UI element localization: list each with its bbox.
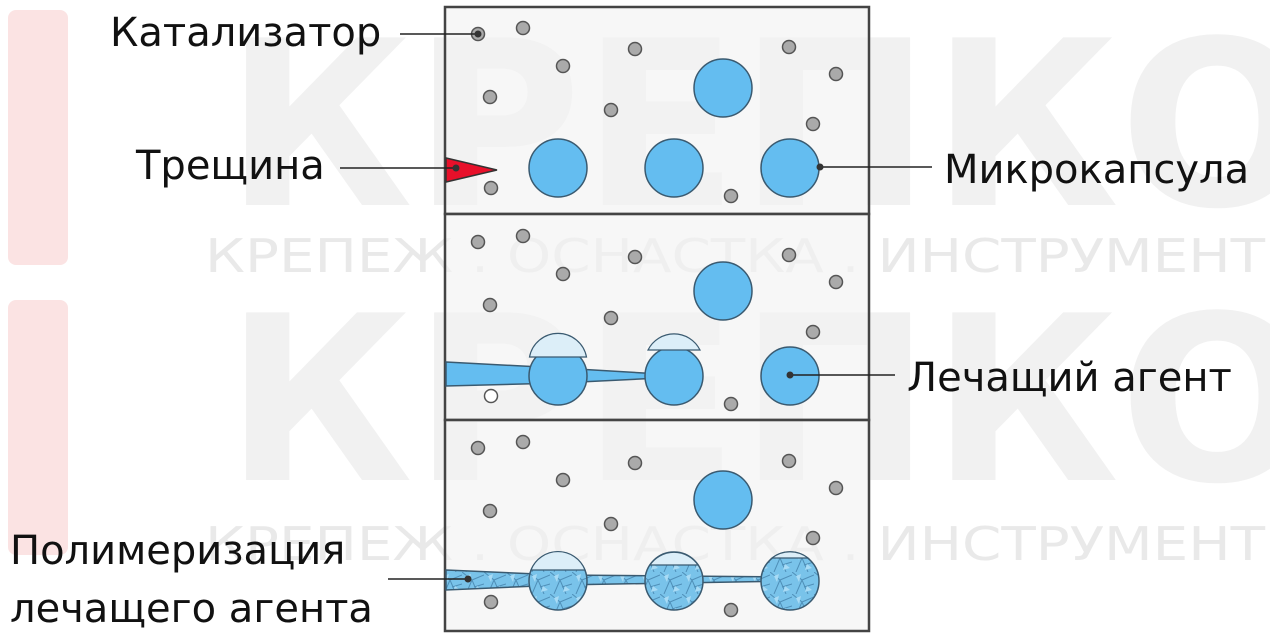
healing-agent-label: Лечащий агент [907, 355, 1232, 401]
catalyst-particle [555, 266, 571, 282]
catalyst-particle [555, 472, 571, 488]
microcapsule [760, 138, 820, 198]
crack [445, 157, 498, 183]
polymerization-label-line1: Полимеризация [10, 528, 346, 574]
catalyst-particle [482, 503, 498, 519]
microcapsule [693, 261, 753, 321]
empty-capsule-space [530, 550, 586, 571]
catalyst-particle [627, 455, 643, 471]
watermark-logo-icon [8, 10, 68, 265]
catalyst-particle [470, 234, 486, 250]
crack-label: Трещина [136, 143, 325, 189]
catalyst-particle [805, 324, 821, 340]
catalyst-particle [482, 89, 498, 105]
catalyst-particle [483, 388, 499, 404]
catalyst-particle [828, 480, 844, 496]
microcapsule [693, 58, 753, 118]
catalyst-particle [603, 310, 619, 326]
catalyst-particle [482, 297, 498, 313]
catalyst-particle [627, 41, 643, 57]
empty-capsule-space [528, 332, 588, 358]
catalyst-particle [828, 66, 844, 82]
catalyst-particle [483, 594, 499, 610]
microcapsule-label: Микрокапсула [944, 147, 1250, 193]
polymerized-capsule [760, 551, 820, 611]
ruptured-microcapsule [644, 346, 704, 406]
catalyst-particle [603, 102, 619, 118]
microcapsule [693, 470, 753, 530]
catalyst-particle [805, 116, 821, 132]
callout-leaders [340, 30, 932, 583]
catalyst-particle [515, 228, 531, 244]
catalyst-particle [515, 434, 531, 450]
empty-capsule-space [647, 333, 701, 351]
catalyst-particle [470, 440, 486, 456]
catalyst-particles [470, 20, 844, 618]
catalyst-particle [603, 516, 619, 532]
catalyst-particle [515, 20, 531, 36]
catalyst-particle [723, 396, 739, 412]
catalyst-particle [781, 247, 797, 263]
watermark-logo-icon [8, 300, 68, 555]
catalyst-particle [781, 453, 797, 469]
microcapsule [528, 138, 588, 198]
catalyst-particle [555, 58, 571, 74]
catalyst-particle [805, 530, 821, 546]
polymerization-label-line2: лечащего агента [10, 586, 373, 632]
empty-capsule-space [648, 551, 700, 566]
empty-capsule-space [770, 551, 810, 559]
catalyst-particle [627, 249, 643, 265]
catalyst-particle [828, 274, 844, 290]
catalyst-label: Катализатор [110, 10, 382, 56]
catalyst-particle [723, 602, 739, 618]
catalyst-particle [483, 180, 499, 196]
catalyst-particle [723, 188, 739, 204]
catalyst-particle [781, 39, 797, 55]
microcapsule [644, 138, 704, 198]
